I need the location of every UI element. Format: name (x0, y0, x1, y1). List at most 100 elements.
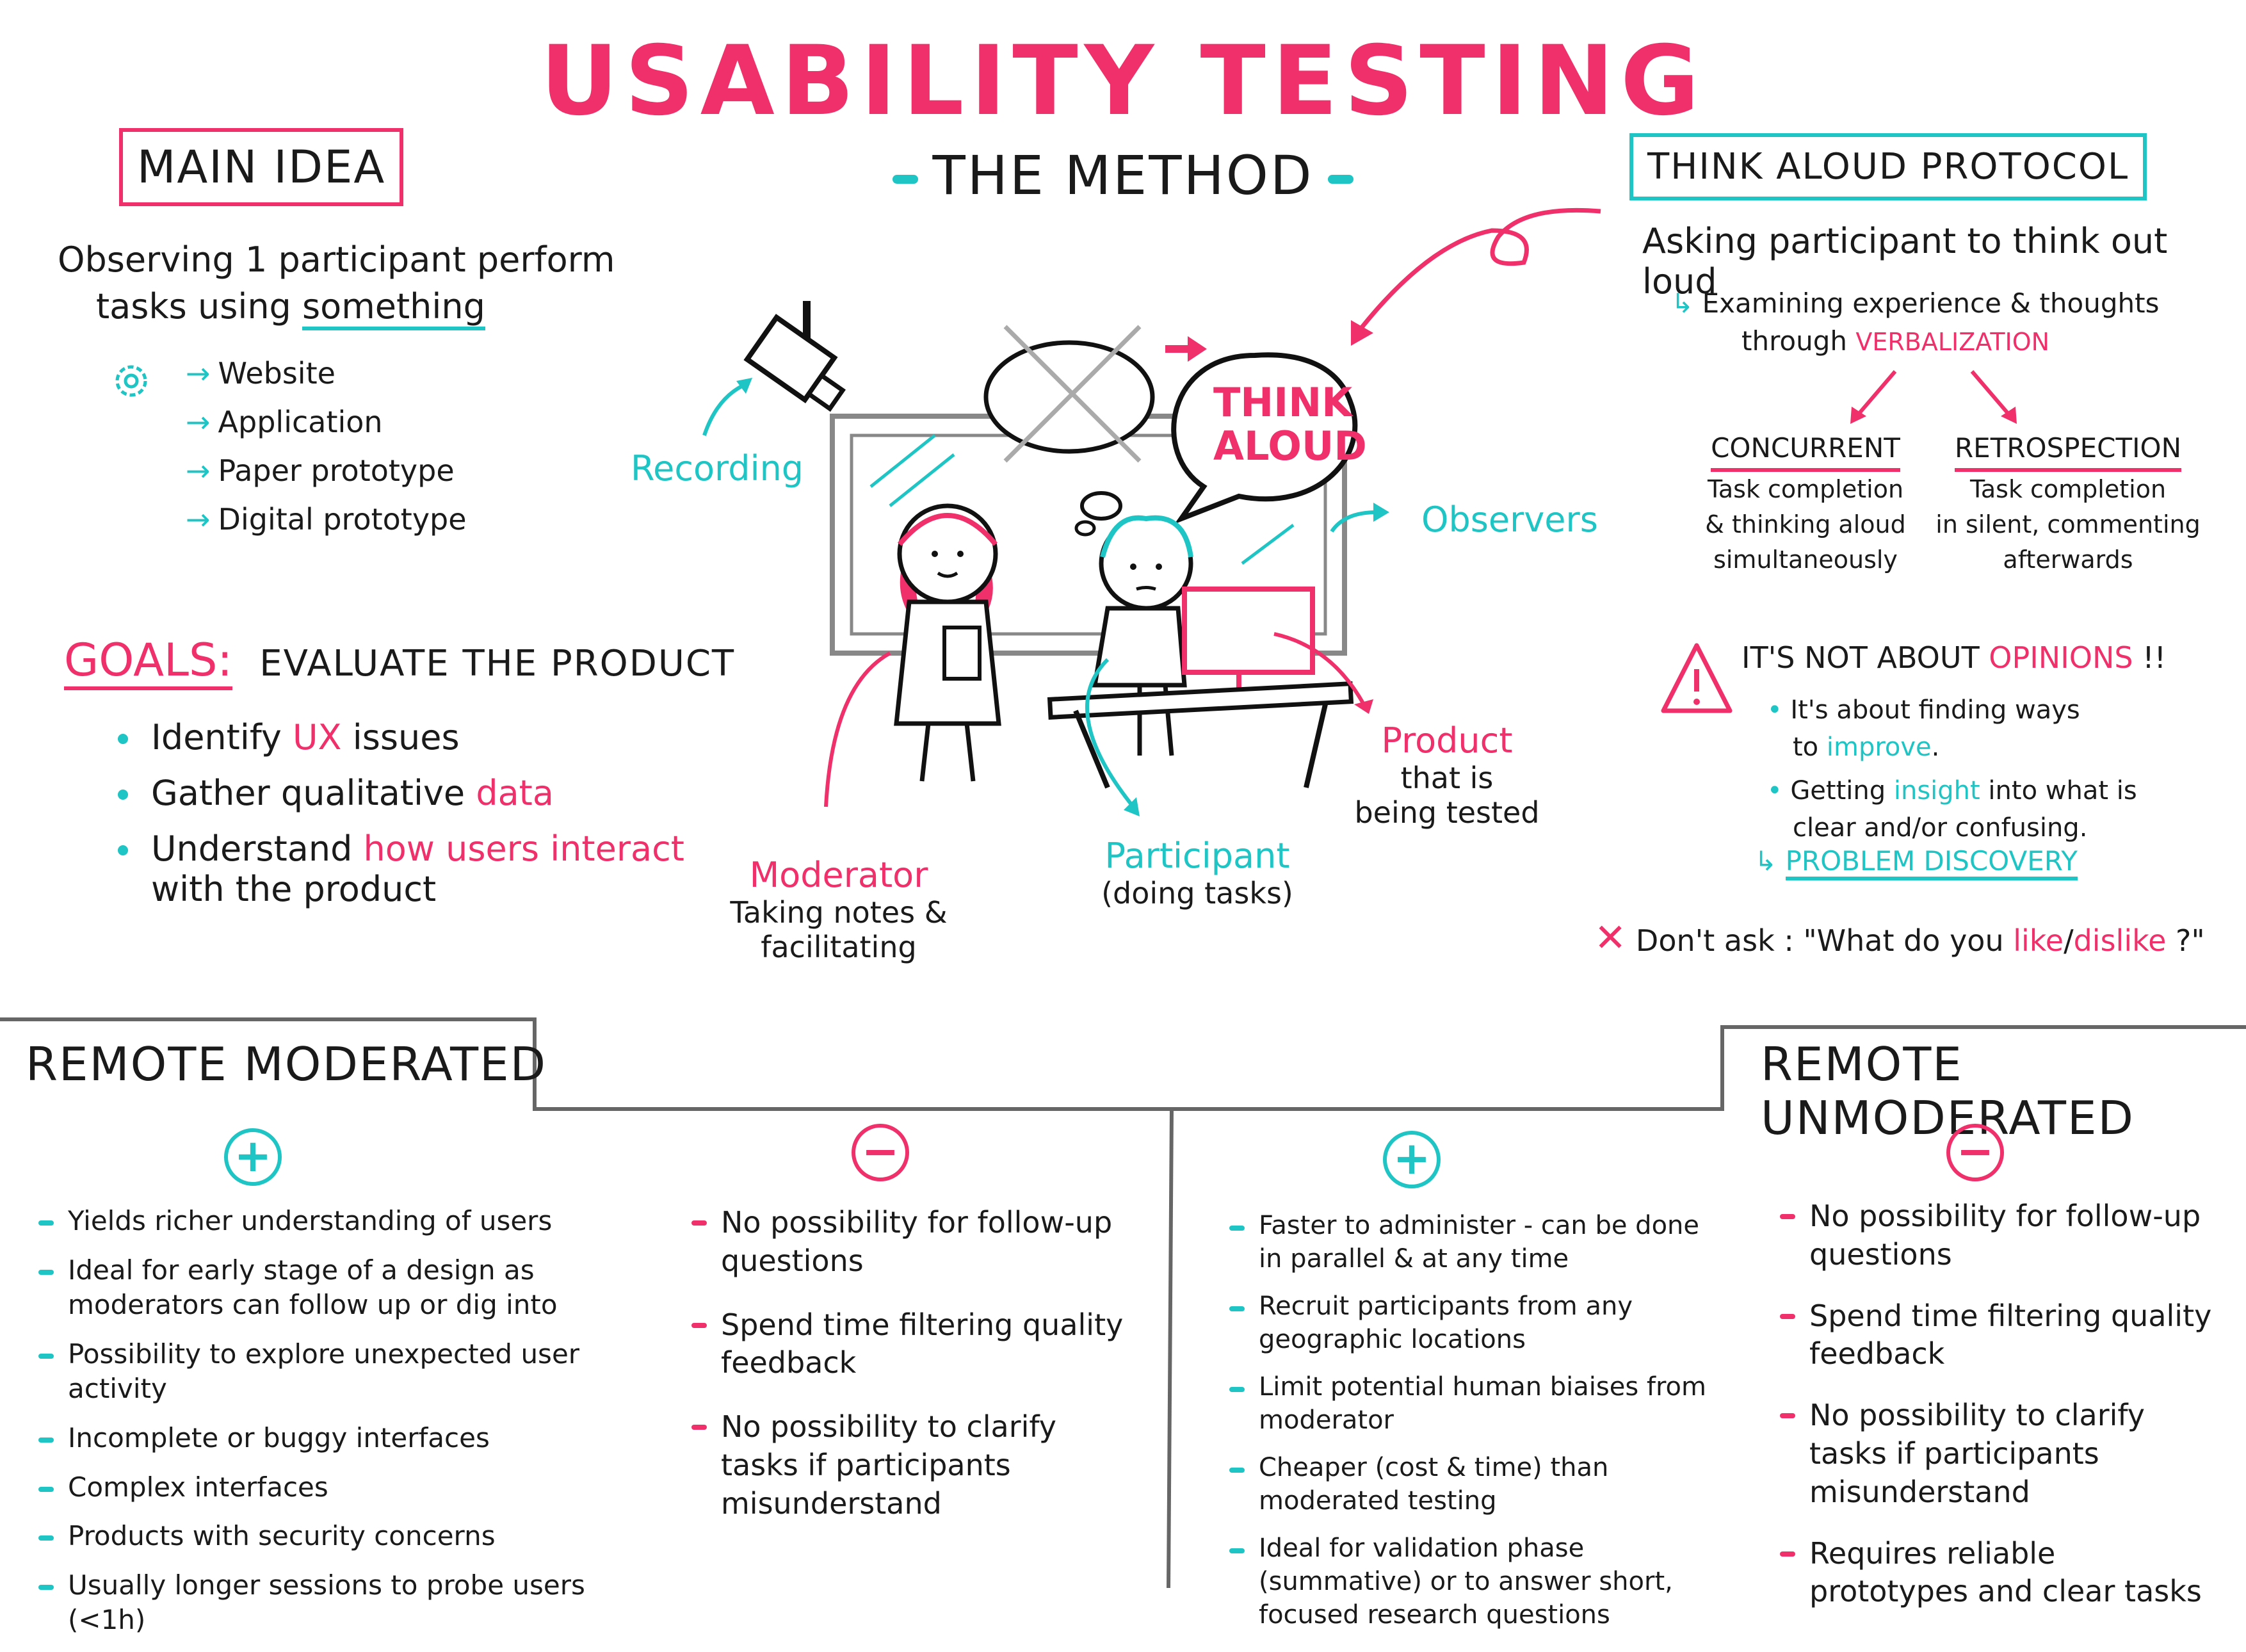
think-aloud-line1: Asking participant to think out loud (1642, 221, 2168, 302)
goals-heading: GOALS: EVALUATE THE PRODUCT (64, 634, 736, 690)
main-idea-something: something (302, 286, 485, 330)
minus-icon: − (1946, 1124, 2004, 1181)
list-item: No possibility to clarify tasks if parti… (1780, 1397, 2222, 1511)
list-item: Yields richer understanding of users (38, 1204, 653, 1239)
opinions-points: • It's about finding ways to improve. • … (1767, 692, 2137, 846)
list-item: No possibility to clarify tasks if parti… (691, 1408, 1133, 1523)
recording-label: Recording (631, 448, 804, 489)
arrow-curve-icon (1351, 207, 1601, 346)
participant-figure (1092, 515, 1193, 756)
goals-list: Identify UX issues Gather qualitative da… (115, 717, 684, 925)
product-desc1: that is (1400, 761, 1494, 795)
main-idea-line2: tasks using something (58, 284, 615, 330)
problem-discovery: ↳ PROBLEM DISCOVERY (1754, 845, 2078, 880)
tool-item: →Digital prototype (186, 502, 467, 537)
warning-icon (1661, 643, 1733, 713)
think-aloud-label: THINK ALOUD PROTOCOL (1629, 133, 2147, 200)
arrow-right-icon: → (186, 502, 211, 537)
observers-label: Observers (1421, 499, 1598, 540)
list-item: Spend time filtering quality feedback (1780, 1297, 2222, 1374)
participant-block: Participant (doing tasks) (1069, 836, 1325, 911)
gear-icon (109, 359, 154, 406)
arrow-return-icon: ↳ (1754, 845, 1777, 877)
arrow-right-icon: → (186, 453, 211, 488)
list-item: Complex interfaces (38, 1470, 653, 1505)
product-label: Product (1381, 720, 1513, 761)
main-idea-label: MAIN IDEA (119, 128, 404, 206)
tool-item: →Paper prototype (186, 453, 455, 488)
remote-unmoderated-cons: No possibility for follow-up questions S… (1780, 1197, 2222, 1625)
think-aloud-line2: ↳ Examining experience & thoughts (1671, 287, 2160, 319)
list-item: Incomplete or buggy interfaces (38, 1421, 653, 1456)
dash-right (1327, 175, 1353, 184)
goals-title: EVALUATE THE PRODUCT (259, 643, 736, 684)
desk (1047, 681, 1354, 720)
scene-illustration (702, 301, 1389, 816)
moderator-figure (894, 503, 1001, 782)
problem-discovery-label: PROBLEM DISCOVERY (1785, 845, 2078, 880)
opinions-point: • It's about finding ways (1767, 695, 2080, 725)
product-block: Product that is being tested (1338, 720, 1556, 830)
speech-bubble (1171, 352, 1358, 524)
tool-item: →Application (186, 405, 383, 439)
plus-icon: + (224, 1128, 282, 1186)
concurrent-block: CONCURRENT Task completion & thinking al… (1677, 429, 1934, 578)
list-item: No possibility for follow-up questions (691, 1204, 1133, 1281)
tools-list: →Website →Application →Paper prototype →… (186, 356, 467, 551)
arrow-right-icon: → (186, 405, 211, 439)
list-item: Recruit participants from any geographic… (1229, 1290, 1729, 1356)
list-item: Ideal for early stage of a design as mod… (38, 1253, 653, 1323)
list-item: Possibility to explore unexpected user a… (38, 1337, 653, 1407)
goal-item: Identify UX issues (115, 717, 684, 757)
remote-moderated-label: REMOTE MODERATED (26, 1037, 547, 1091)
arrow-right-icon: → (186, 356, 211, 391)
page-subtitle: THE METHOD (0, 144, 2246, 207)
list-item: No possibility for follow-up questions (1780, 1197, 2222, 1274)
cross-icon: ✕ (1594, 916, 1627, 960)
moderator-desc1: Taking notes & (730, 895, 948, 930)
page-title: USABILITY TESTING (540, 26, 1706, 137)
concurrent-title: CONCURRENT (1711, 429, 1900, 472)
participant-label: Participant (1104, 836, 1290, 876)
opinions-heading: IT'S NOT ABOUT OPINIONS !! (1741, 640, 2167, 675)
remote-unmoderated-label: REMOTE UNMODERATED (1761, 1037, 2135, 1145)
retrospection-title: RETROSPECTION (1955, 429, 2181, 472)
split-arrows-icon (1850, 370, 2017, 424)
remote-unmoderated-pros: Faster to administer - can be done in pa… (1229, 1209, 1729, 1646)
participant-desc: (doing tasks) (1101, 876, 1293, 911)
bottom-dividers (0, 1017, 2246, 1588)
goal-item: Gather qualitative data (115, 773, 684, 813)
list-item: Cheaper (cost & time) than moderated tes… (1229, 1451, 1729, 1518)
list-item: Products with security concerns (38, 1519, 653, 1554)
dont-ask: ✕ Don't ask : "What do you like/dislike … (1594, 916, 2205, 960)
remote-moderated-cons: No possibility for follow-up questions S… (691, 1204, 1133, 1537)
remote-moderated-pros: Yields richer understanding of users Ide… (38, 1204, 653, 1652)
list-item: Limit potential human biaises from moder… (1229, 1370, 1729, 1437)
thought-cloud-icon (983, 325, 1155, 537)
plus-icon: + (1383, 1131, 1441, 1188)
list-item: Usually longer sessions to probe users (… (38, 1568, 653, 1638)
camera-icon (743, 301, 846, 412)
think-aloud-line3: through VERBALIZATION (1741, 325, 2050, 357)
moderator-block: Moderator Taking notes & facilitating (711, 855, 967, 964)
list-item: Ideal for validation phase (summative) o… (1229, 1532, 1729, 1632)
moderator-desc2: facilitating (761, 930, 917, 964)
think-aloud-desc: ↳ Examining experience & thoughts throug… (1671, 285, 2159, 360)
list-item: Faster to administer - can be done in pa… (1229, 1209, 1729, 1275)
product-desc2: being tested (1354, 795, 1540, 830)
retrospection-block: RETROSPECTION Task completion in silent,… (1934, 429, 2202, 578)
tool-item: →Website (186, 356, 335, 391)
main-idea-line2a: tasks using (96, 286, 291, 327)
list-item: Requires reliable prototypes and clear t… (1780, 1535, 2222, 1612)
minus-icon: − (852, 1124, 909, 1181)
goals-label: GOALS: (64, 634, 233, 690)
subtitle-text: THE METHOD (932, 144, 1314, 207)
opinions-point: • Getting insight into what is (1767, 776, 2137, 806)
moderator-label: Moderator (749, 855, 928, 895)
main-idea-line1: Observing 1 participant perform (58, 239, 615, 280)
list-item: Spend time filtering quality feedback (691, 1306, 1133, 1383)
main-idea-text: Observing 1 participant perform tasks us… (58, 237, 615, 330)
dash-left (893, 175, 919, 184)
arrow-return-icon: ↳ (1671, 287, 1694, 319)
